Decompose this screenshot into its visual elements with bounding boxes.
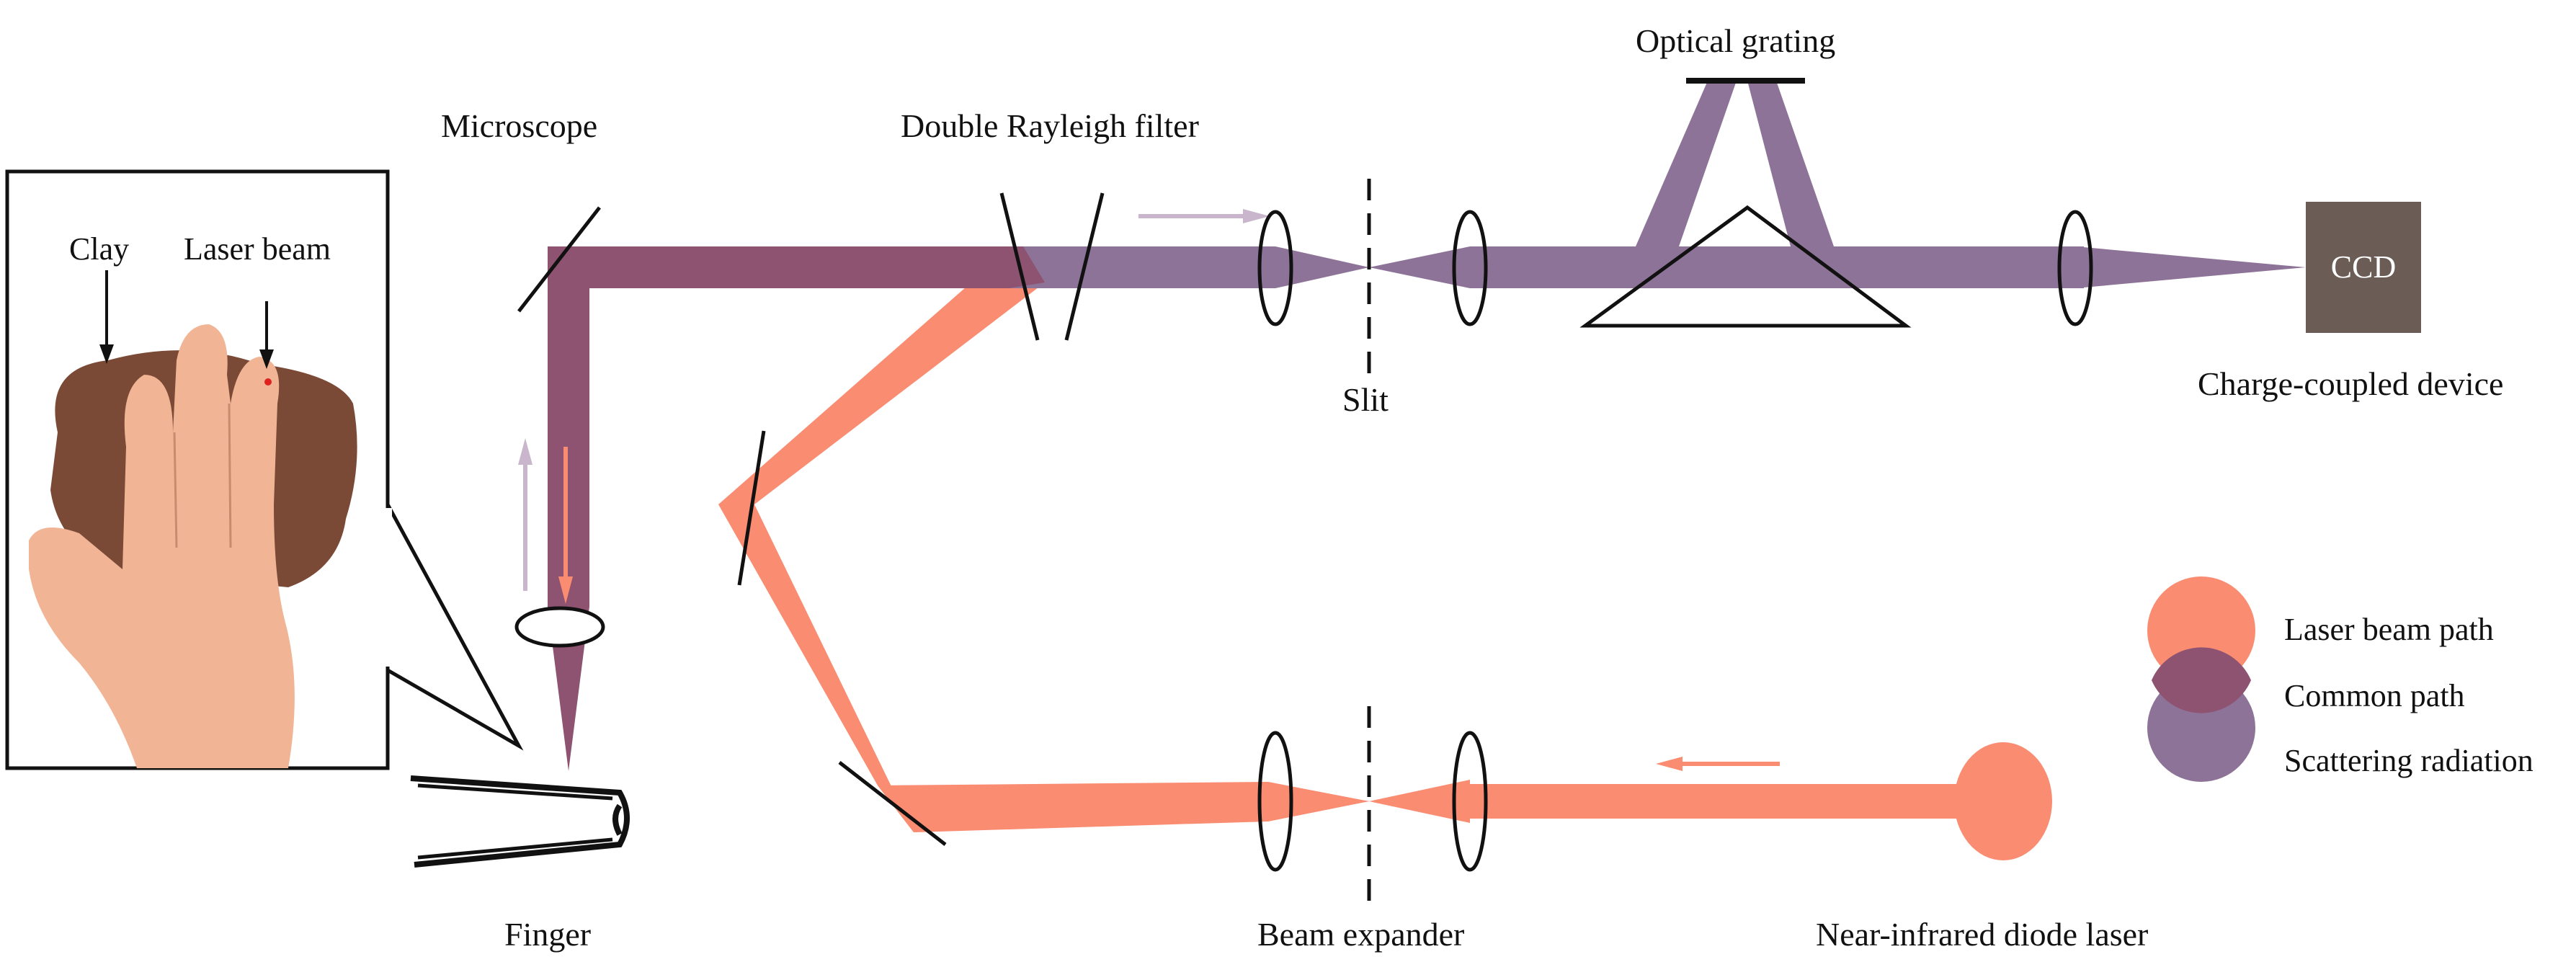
scattering-radiation-path xyxy=(1009,81,2306,288)
label-near-infrared-diode-laser: Near-infrared diode laser xyxy=(1816,916,2148,953)
scatter-focus-cone xyxy=(1275,246,1369,288)
arrow-up-scatter xyxy=(518,438,532,591)
objective-lens xyxy=(514,606,605,648)
finger-holder-inner xyxy=(417,783,613,860)
scatter-beam-filter-to-lens xyxy=(1009,246,1275,288)
slit-lens-right xyxy=(1452,210,1488,326)
component-labels: Microscope Double Rayleigh filter Optica… xyxy=(441,22,2503,953)
prism xyxy=(1579,205,1912,328)
scatter-beam-up-to-grating xyxy=(1636,81,1737,246)
common-beam-vertical xyxy=(548,246,589,607)
common-beam-horizontal xyxy=(548,246,1045,288)
laser-beam-path xyxy=(718,251,2052,860)
scatter-expand-cone xyxy=(1369,246,1470,288)
ccd-label: CCD xyxy=(2331,249,2396,285)
laser-beam-focus-cone-left xyxy=(1268,782,1369,821)
inset-clay-label: Clay xyxy=(69,231,129,267)
beam-expander-lens-right xyxy=(1452,731,1488,872)
label-microscope: Microscope xyxy=(441,107,597,144)
beam-expander-lens-left xyxy=(1257,731,1293,872)
label-slit: Slit xyxy=(1342,381,1389,418)
direction-arrows xyxy=(518,209,1780,771)
inset-photo-panel: Clay Laser beam xyxy=(5,169,524,770)
rayleigh-filter-plate-2 xyxy=(1064,192,1105,341)
scatter-beam-to-grating xyxy=(1470,246,2075,288)
legend-common-path: Common path xyxy=(2284,678,2465,713)
arrow-down-laser xyxy=(558,447,573,604)
laser-mirror-upper xyxy=(737,430,766,586)
label-finger: Finger xyxy=(504,916,591,953)
label-beam-expander: Beam expander xyxy=(1257,916,1464,953)
hand xyxy=(29,324,295,768)
rayleigh-filter-plate-1 xyxy=(999,192,1040,341)
ccd-detector xyxy=(2306,202,2421,333)
ccd-lens xyxy=(2057,210,2093,326)
laser-beam-segment-left xyxy=(878,782,1268,832)
scatter-focus-to-ccd xyxy=(2075,246,2306,288)
label-optical-grating: Optical grating xyxy=(1636,22,1835,59)
legend: Laser beam path Common path Scattering r… xyxy=(2147,576,2533,782)
slit-lens-left xyxy=(1257,210,1293,326)
common-beam-focus xyxy=(548,607,589,771)
laser-spot xyxy=(264,378,272,386)
inset-callout-pointer xyxy=(385,503,524,751)
finger-lines xyxy=(173,403,232,548)
inset-laser-beam-label: Laser beam xyxy=(184,231,331,267)
common-path xyxy=(548,246,1045,771)
legend-scattering-radiation: Scattering radiation xyxy=(2284,743,2533,778)
laser-beam-segment xyxy=(1470,784,1974,819)
arrow-right-scatter xyxy=(1138,209,1270,223)
scatter-beam-down-from-grating xyxy=(1747,81,1834,246)
arrow-left-laser xyxy=(1656,757,1780,771)
near-infrared-diode-laser-source xyxy=(1954,742,2052,860)
laser-beam-diagonal-high xyxy=(718,251,1045,504)
label-double-rayleigh-filter: Double Rayleigh filter xyxy=(901,107,1199,144)
microscope-mirror xyxy=(517,206,601,313)
label-charge-coupled-device: Charge-coupled device xyxy=(2198,365,2503,402)
finger-holder xyxy=(410,775,630,868)
legend-common-swatch xyxy=(2152,647,2251,713)
laser-mirror-lower xyxy=(838,761,947,846)
laser-beam-expander-cone xyxy=(1369,780,1470,823)
legend-laser-beam-path: Laser beam path xyxy=(2284,612,2494,647)
laser-beam-diagonal-low xyxy=(718,504,914,832)
optical-components xyxy=(410,78,2093,908)
